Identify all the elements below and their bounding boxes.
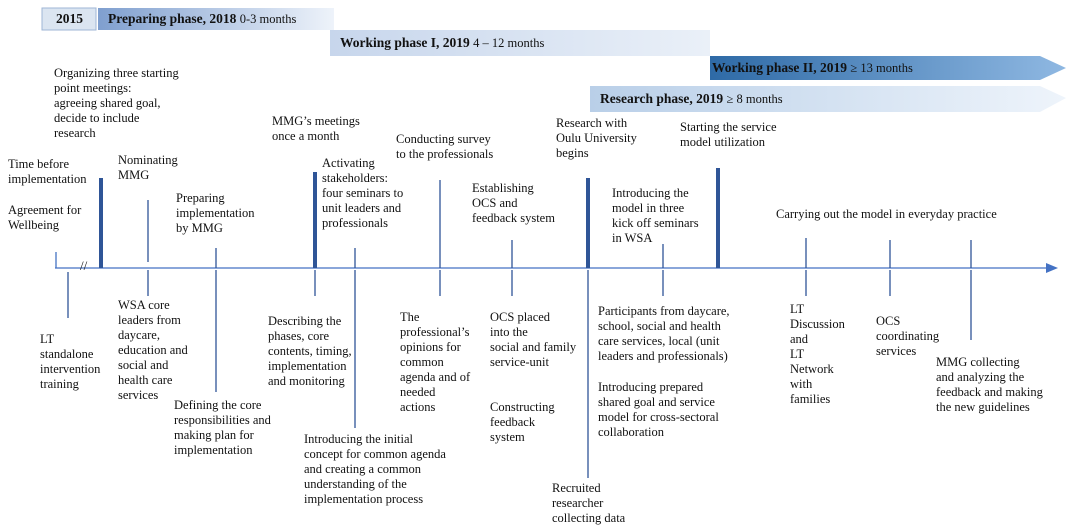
label-constructing: Constructing feedback system [490, 400, 555, 444]
label-time-before: Time before implementation [8, 157, 87, 186]
phase-preparing-label: Preparing phase, 2018 0-3 months [108, 8, 296, 30]
phase-name: Working phase I, 2019 [340, 35, 470, 50]
milestone-working2-start [716, 168, 720, 268]
phase-range: 4 – 12 months [473, 36, 545, 50]
phase-working1-label: Working phase I, 2019 4 – 12 months [340, 32, 544, 54]
label-establishing: Establishing OCS and feedback system [472, 181, 555, 225]
break-mark: // [80, 258, 88, 273]
working2-phase-arrow [710, 56, 1066, 80]
phase-working2-label: Working phase II, 2019 ≥ 13 months [712, 57, 913, 79]
working1-phase-bar [330, 30, 710, 56]
label-agreement: Agreement for Wellbeing [8, 203, 82, 232]
label-defining: Defining the core responsibilities and m… [174, 398, 271, 457]
year-box [41, 7, 97, 31]
label-introducing-concept: Introducing the initial concept for comm… [304, 432, 446, 506]
label-carrying-out: Carrying out the model in everyday pract… [776, 207, 997, 221]
milestone-implementation-start [99, 178, 103, 268]
label-participants: Participants from daycare, school, socia… [598, 304, 730, 363]
label-wsa-core: WSA core leaders from daycare, education… [118, 298, 188, 402]
milestone-working1-start [313, 172, 317, 268]
timeline-arrowhead [1046, 263, 1058, 273]
label-lt-training: LT standalone intervention training [40, 332, 101, 391]
label-recruited: Recruited researcher collecting data [552, 481, 626, 525]
label-introducing-model: Introducing the model in three kick off … [612, 186, 699, 245]
phase-range: 0-3 months [239, 12, 297, 26]
label-introducing-prepared: Introducing prepared shared goal and ser… [598, 380, 719, 439]
label-organizing: Organizing three starting point meetings… [54, 66, 179, 140]
label-mmg-meetings: MMG’s meetings once a month [272, 114, 360, 143]
label-starting-service: Starting the service model utilization [680, 120, 777, 149]
research-phase-arrow [590, 86, 1066, 112]
phase-name: Working phase II, 2019 [712, 60, 848, 75]
label-ocs-placed: OCS placed into the social and family se… [490, 310, 577, 369]
label-mmg-collecting: MMG collecting and analyzing the feedbac… [936, 355, 1043, 414]
label-describing: Describing the phases, core contents, ti… [268, 314, 352, 388]
label-survey: Conducting survey to the professionals [396, 132, 494, 161]
phase-name: Preparing phase, 2018 [108, 11, 237, 26]
label-opinions: The professional’s opinions for common a… [400, 310, 471, 414]
label-oulu: Research with Oulu University begins [556, 116, 637, 160]
ticks-below [67, 270, 972, 478]
phase-research-label: Research phase, 2019 ≥ 8 months [600, 88, 783, 110]
phase-range: ≥ 8 months [726, 92, 783, 106]
year-label: 2015 [56, 11, 83, 26]
phase-name: Research phase, 2019 [600, 91, 724, 106]
phase-range: ≥ 13 months [850, 61, 913, 75]
preparing-phase-bar [98, 8, 334, 30]
label-nominating: Nominating MMG [118, 153, 178, 182]
label-ocs-coordinating: OCS coordinating services [876, 314, 940, 358]
ticks-above [147, 180, 972, 268]
label-lt-discussion: LT Discussion and LT Network with famili… [790, 302, 845, 406]
milestone-research-start [586, 178, 590, 268]
label-activating: Activating stakeholders: four seminars t… [322, 156, 404, 230]
label-preparing-implementation: Preparing implementation by MMG [176, 191, 255, 235]
